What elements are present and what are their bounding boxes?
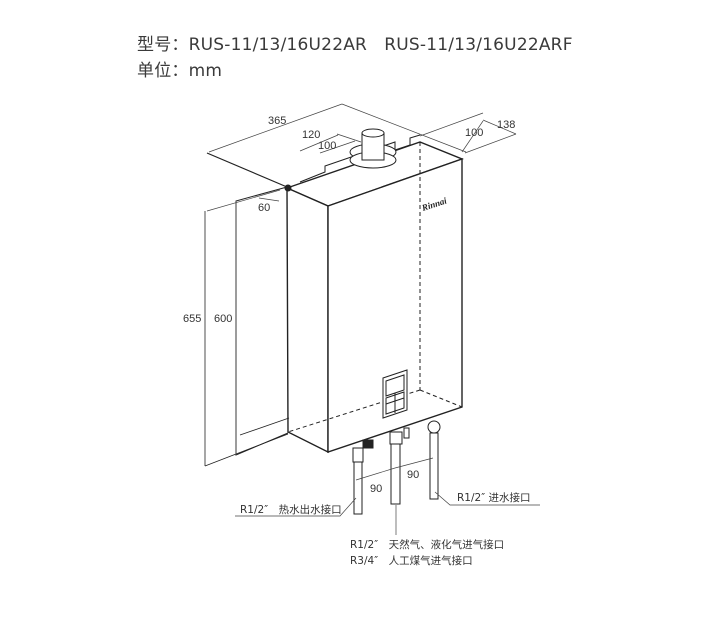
dimension-labels: 365 138 120 100 100 60 655 600 90 90 <box>183 115 515 495</box>
dim-depth: 138 <box>497 119 515 131</box>
pipes <box>352 420 441 515</box>
top-bracket <box>299 128 421 183</box>
heater-body <box>239 141 464 454</box>
connection-labels: R1/2″ 热水出水接口 R1/2″ 进水接口 R1/2″ 天然气、液化气进气接… <box>240 491 530 567</box>
control-panel <box>382 369 408 419</box>
dim-flue-offset: 120 <box>302 129 320 141</box>
dim-flue-width: 100 <box>318 140 336 152</box>
gas-inlet-ng-lpg-label: R1/2″ 天然气、液化气进气接口 <box>350 538 504 551</box>
model-title: 型号：RUS-11/13/16U22AR RUS-11/13/16U22ARF <box>137 35 573 55</box>
dim-total-height: 655 <box>183 313 201 325</box>
dim-pipe-spacing-left: 90 <box>370 483 382 495</box>
dim-pipe-spacing-right: 90 <box>407 469 419 481</box>
gas-inlet-town-gas-label: R3/4″ 人工煤气进气接口 <box>350 554 473 567</box>
hot-water-outlet-label: R1/2″ 热水出水接口 <box>240 503 342 516</box>
dim-body-height: 600 <box>214 313 232 325</box>
dim-bracket-spacing: 100 <box>465 127 483 139</box>
unit-label: 单位：mm <box>137 61 223 81</box>
dim-side-offset: 60 <box>258 202 270 214</box>
cold-water-inlet-label: R1/2″ 进水接口 <box>457 491 530 504</box>
dim-width: 365 <box>268 115 286 127</box>
dimension-lines <box>206 103 540 535</box>
